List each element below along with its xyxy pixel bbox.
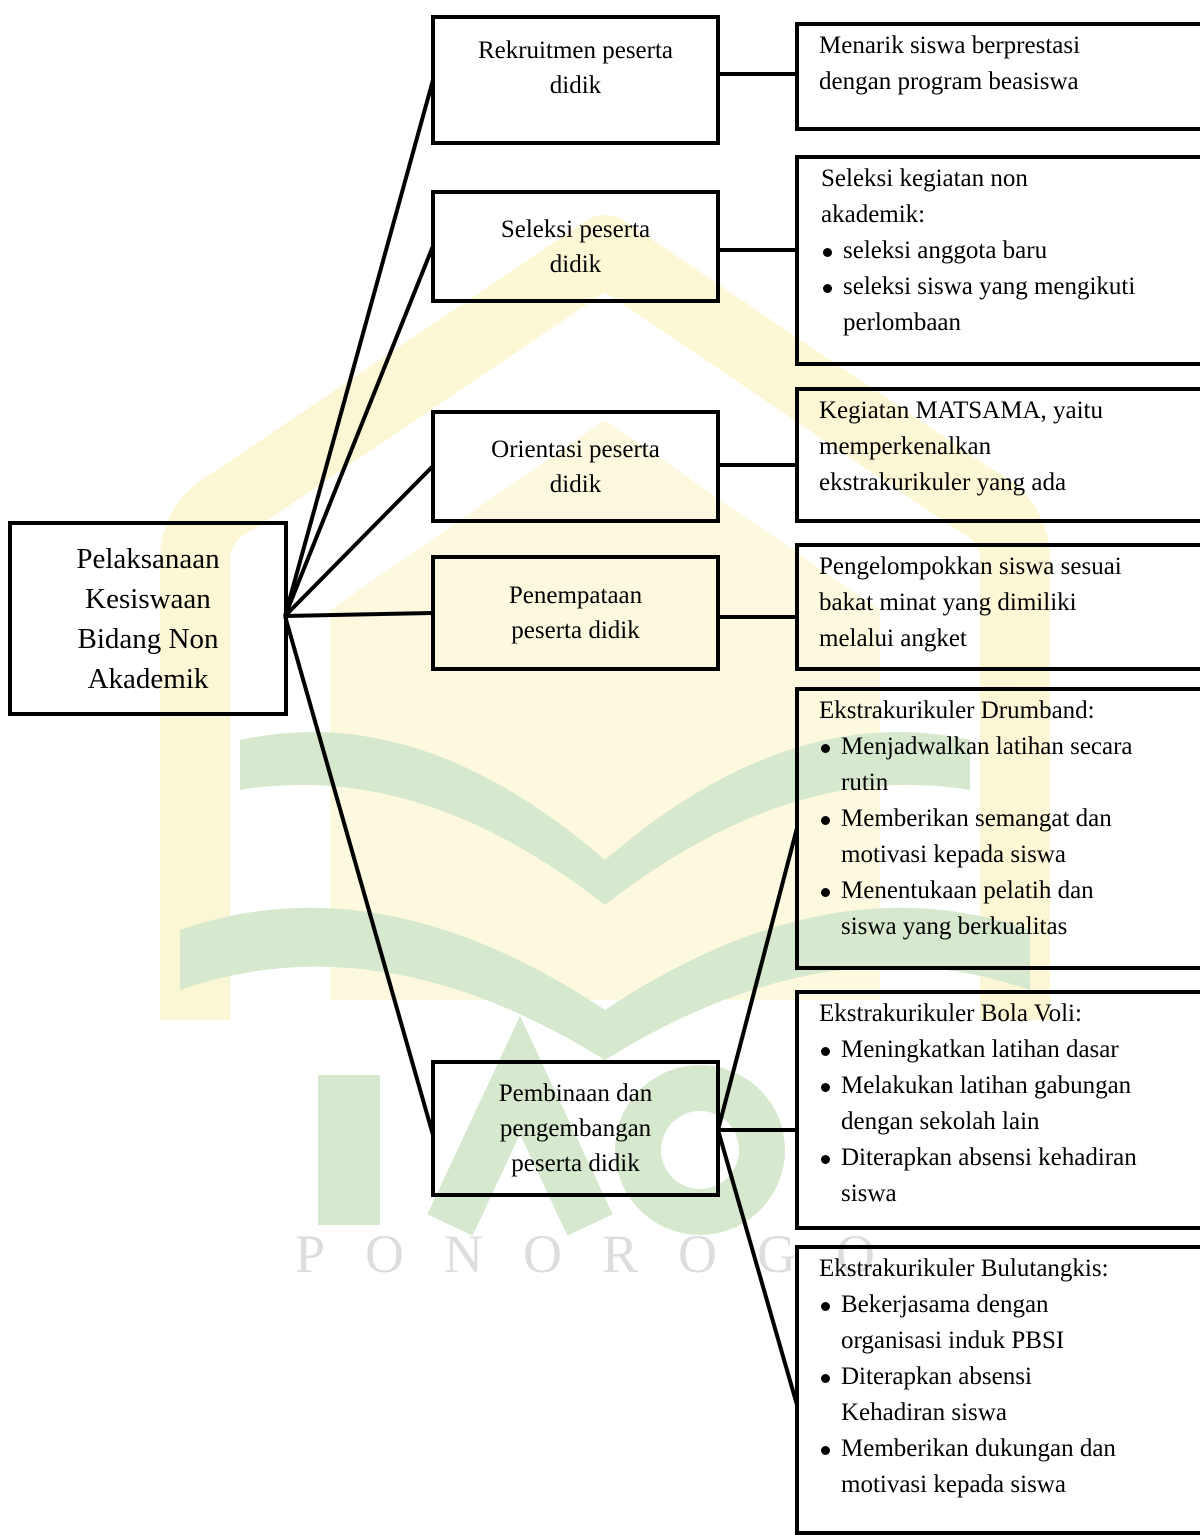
book-upper-right	[605, 732, 970, 905]
detail-box-drumband: Ekstrakurikuler Drumband: Menjadwalkan l…	[795, 687, 1200, 970]
detail-box-rekruitmen: Menarik siswa berprestasi dengan program…	[795, 22, 1200, 131]
stage-label: Pembinaan dan pengembangan peserta didik	[498, 1080, 653, 1177]
watermark-text: PONOROGO	[295, 1224, 915, 1284]
connector-root-stage-5	[283, 615, 435, 1136]
detail-text: Pengelompokkan siswa sesuai bakat minat …	[819, 553, 1122, 652]
stage-node-pembinaan: Pembinaan dan pengembangan peserta didik	[431, 1060, 720, 1197]
stage-node-seleksi: Seleksi peserta didik	[431, 190, 720, 303]
connector-root-stage-4	[284, 611, 434, 618]
logo-letter-i	[318, 1075, 380, 1225]
connector-root-stage-1	[283, 79, 435, 617]
detail-box-bolavoli: Ekstrakurikuler Bola Voli: Meningkatkan …	[795, 990, 1200, 1230]
connector-root-stage-2	[283, 245, 435, 617]
bullet-item: Menjadwalkan latihan secara rutin	[819, 729, 1200, 801]
connector-root-stage-3	[283, 464, 435, 618]
bullet-item: Bekerjasama dengan organisasi induk PBSI	[819, 1287, 1200, 1359]
stage-node-penempataan: Penempataan peserta didik	[431, 555, 720, 671]
connector-stage-5-drumband	[716, 827, 799, 1131]
connector-stage-5-bulutangkis	[716, 1129, 799, 1406]
stage-label: Seleksi peserta didik	[500, 215, 651, 278]
stage-node-orientasi: Orientasi peserta didik	[431, 410, 720, 523]
bullet-item: Memberikan dukungan dan motivasi kepada …	[819, 1431, 1200, 1503]
book-left-page	[180, 907, 605, 1060]
detail-box-seleksi: Seleksi kegiatan non akademik: seleksi a…	[795, 155, 1200, 366]
detail-box-penempataan: Pengelompokkan siswa sesuai bakat minat …	[795, 543, 1200, 671]
bullet-item: Melakukan latihan gabungan dengan sekola…	[819, 1068, 1200, 1140]
book-right-page	[605, 907, 1030, 1060]
root-node: Pelaksanaan Kesiswaan Bidang Non Akademi…	[8, 521, 288, 716]
stage-label: Penempataan peserta didik	[508, 582, 643, 644]
bullet-item: seleksi siswa yang mengikuti perlombaan	[821, 269, 1200, 341]
logo-letter-o	[615, 1065, 785, 1235]
detail-text: Ekstrakurikuler Drumband:	[819, 697, 1095, 724]
logo-letter-a	[427, 1015, 613, 1236]
detail-text: Seleksi kegiatan non akademik:	[821, 165, 1028, 228]
bullet-item: Meningkatkan latihan dasar	[819, 1032, 1200, 1068]
detail-box-bulutangkis: Ekstrakurikuler Bulutangkis: Bekerjasama…	[795, 1245, 1200, 1535]
root-label: Pelaksanaan Kesiswaan Bidang Non Akademi…	[76, 542, 220, 695]
stage-label: Rekruitmen peserta didik	[477, 37, 674, 99]
stage-node-rekruitmen: Rekruitmen peserta didik	[431, 15, 720, 145]
bullet-item: seleksi anggota baru	[821, 233, 1200, 269]
detail-text: Ekstrakurikuler Bola Voli:	[819, 1000, 1082, 1027]
bullet-item: Diterapkan absensi kehadiran siswa	[819, 1140, 1200, 1212]
detail-box-orientasi: Kegiatan MATSAMA, yaitu memperkenalkan e…	[795, 387, 1200, 523]
stage-label: Orientasi peserta didik	[491, 435, 660, 498]
bullet-item: Diterapkan absensi Kehadiran siswa	[819, 1359, 1200, 1431]
bullet-item: Menentukaan pelatih dan siswa yang berku…	[819, 873, 1200, 945]
detail-text: Kegiatan MATSAMA, yaitu memperkenalkan e…	[819, 397, 1103, 496]
detail-text: Ekstrakurikuler Bulutangkis:	[819, 1255, 1109, 1282]
bullet-item: Memberikan semangat dan motivasi kepada …	[819, 801, 1200, 873]
detail-text: Menarik siswa berprestasi dengan program…	[819, 32, 1081, 95]
arch-outer-shape	[160, 215, 1050, 1020]
arch-inner-shape	[330, 420, 880, 1000]
